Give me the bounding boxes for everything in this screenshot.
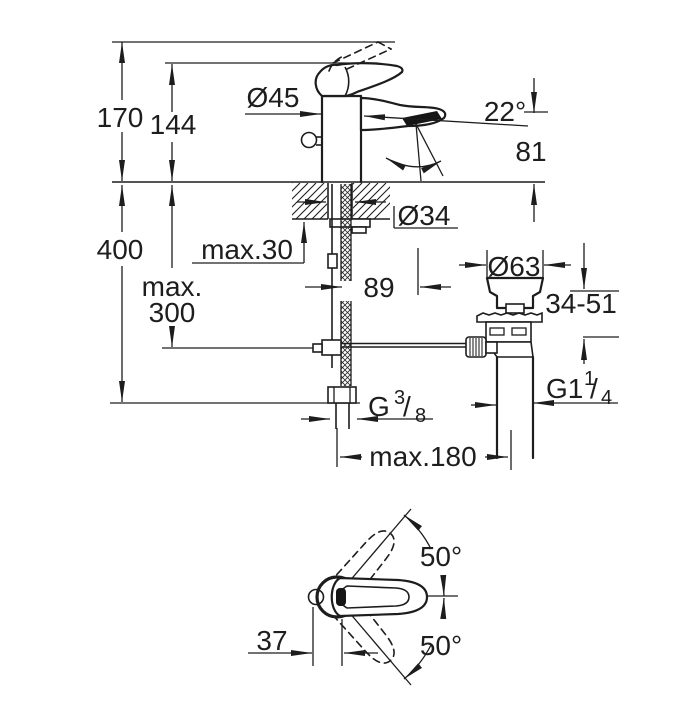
supply-thread-denominator: 8 bbox=[415, 405, 426, 427]
lever-swivel-dashed-up bbox=[327, 530, 395, 604]
shank-and-hose bbox=[312, 183, 467, 429]
dim-swivel-up-label: 50° bbox=[420, 541, 462, 572]
aerator bbox=[402, 111, 442, 126]
dim-waste-range-label: 34-51 bbox=[545, 288, 617, 319]
faucet-top-view: 50° 50° 37 bbox=[248, 508, 462, 686]
dim-swivel-down: 50° bbox=[403, 597, 462, 680]
dim-waste-adjust-range: 34-51 bbox=[545, 243, 619, 364]
popup-tee bbox=[321, 339, 342, 356]
dim-rod-offset-label: 37 bbox=[256, 625, 287, 656]
dim-overall-height: 170 bbox=[97, 42, 144, 181]
supply-thread-g: G bbox=[368, 391, 390, 422]
dim-swivel-down-label: 50° bbox=[420, 630, 462, 661]
dim-hose-drop-label: 400 bbox=[97, 234, 144, 265]
dim-hole-diameter-label: Ø34 bbox=[398, 200, 451, 231]
mounting-deck bbox=[292, 183, 390, 220]
dim-popup-max-label-1: max. bbox=[142, 271, 203, 302]
dim-max-deck-label: max.30 bbox=[201, 234, 293, 265]
dim-spout-reach-label: 89 bbox=[363, 272, 394, 303]
dim-outlet-height-label: 81 bbox=[515, 136, 546, 167]
supply-thread-numerator: 3 bbox=[394, 387, 405, 409]
dim-spout-tip-height-label: 144 bbox=[150, 109, 197, 140]
supply-hose-upper bbox=[341, 184, 351, 281]
dim-rod-offset: 37 bbox=[248, 607, 378, 666]
popup-knob-top bbox=[307, 588, 325, 606]
dim-max-rod-distance: max.180 bbox=[336, 428, 512, 472]
waste-thread-g: G1 bbox=[546, 373, 583, 404]
faucet-front-view bbox=[300, 41, 447, 184]
dim-popup-max-label-2: 300 bbox=[149, 297, 196, 328]
dim-waste-flange-label: Ø63 bbox=[488, 251, 541, 282]
dim-swivel-up: 50° bbox=[403, 514, 462, 597]
dim-spout-reach: 89 bbox=[305, 248, 451, 303]
dim-body-diameter-label: Ø45 bbox=[247, 82, 300, 113]
popup-knob bbox=[300, 131, 318, 149]
popup-rod-coupler bbox=[327, 253, 338, 269]
dim-max-rod-distance-label: max.180 bbox=[369, 441, 476, 472]
dim-body-diameter: Ø45 bbox=[245, 82, 529, 127]
dim-hose-drop: 400 bbox=[97, 185, 144, 402]
supply-thread-slash: / bbox=[403, 391, 411, 422]
lever-handle-outline bbox=[314, 62, 404, 98]
dim-supply-thread: G 3 / 8 bbox=[301, 387, 433, 427]
dim-spout-angle-label: 22° bbox=[484, 96, 526, 127]
lever-swivel-dashed-down bbox=[327, 590, 395, 664]
waste-assembly bbox=[465, 276, 545, 460]
waste-thread-denominator: 4 bbox=[601, 387, 612, 409]
waste-lock-nut bbox=[476, 311, 543, 323]
dim-outlet-height: 81 bbox=[515, 78, 547, 222]
waste-thread-numerator: 1 bbox=[584, 368, 595, 390]
waste-flange bbox=[485, 276, 545, 310]
waste-body bbox=[485, 321, 532, 343]
dim-max-deck-thickness: max.30 bbox=[192, 222, 307, 265]
dim-overall-height-label: 170 bbox=[97, 102, 144, 133]
lever-top-outline bbox=[330, 576, 429, 618]
waste-plug-knob bbox=[505, 303, 525, 314]
dim-waste-thread: G1 1 / 4 bbox=[471, 368, 618, 409]
lever-cap-seam bbox=[344, 66, 350, 97]
hose-connector-nut bbox=[327, 386, 357, 404]
lever-raised-dashed bbox=[328, 41, 392, 72]
reference-lines bbox=[110, 41, 548, 404]
dim-waste-flange-diameter: Ø63 bbox=[459, 250, 571, 282]
ball-rod-joint bbox=[465, 336, 498, 358]
dim-spout-angle: 22° bbox=[385, 96, 526, 182]
dim-spout-tip-height: 144 bbox=[150, 64, 197, 181]
dim-popup-max: max. 300 bbox=[142, 185, 203, 347]
waste-thread-slash: / bbox=[590, 373, 598, 404]
dim-hole-diameter: Ø34 bbox=[297, 199, 458, 231]
cap-marker bbox=[336, 588, 346, 606]
